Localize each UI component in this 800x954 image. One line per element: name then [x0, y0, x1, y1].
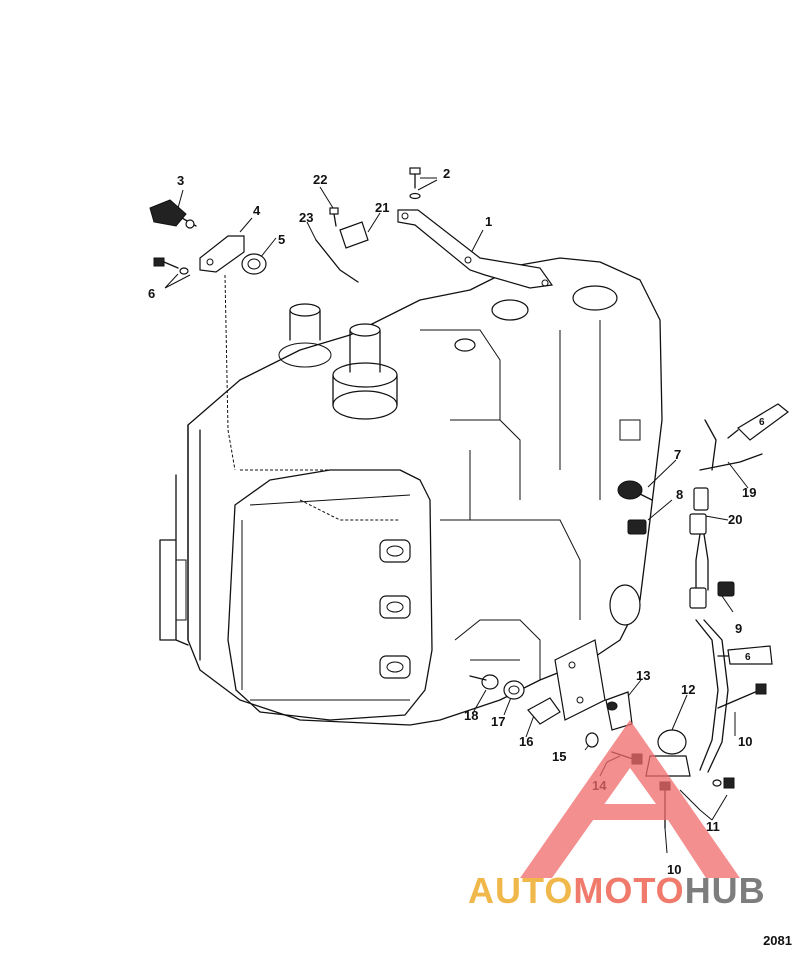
callout-1: 1 [485, 214, 492, 229]
callout-21: 21 [375, 200, 389, 215]
lubricant-tube-lower [717, 645, 773, 665]
cover-port-middle [379, 595, 411, 619]
callout-16: 16 [519, 734, 533, 749]
callout-4: 4 [253, 203, 261, 218]
grommet-part-5 [241, 253, 267, 275]
lubricant-tag-upper: 6 [759, 417, 765, 428]
screw-part-11 [712, 777, 735, 789]
engine-block [159, 257, 663, 726]
watermark-text-auto: AUTO [468, 870, 574, 911]
connector-part-8 [627, 519, 647, 535]
leader-lines [164, 177, 749, 854]
screw-part-6 [153, 257, 189, 275]
cover-port-top [379, 539, 411, 563]
watermark-triangle-icon [520, 720, 740, 878]
bracket-part-1 [397, 209, 554, 289]
sensor-part-3 [149, 199, 197, 229]
harness-part-20 [689, 487, 729, 773]
callout-7: 7 [674, 447, 681, 462]
callout-22: 22 [313, 172, 327, 187]
callout-20: 20 [728, 512, 742, 527]
callout-12: 12 [681, 682, 695, 697]
cover-port-bottom [379, 655, 411, 679]
plate-part-16 [527, 639, 606, 725]
callout-9: 9 [735, 621, 742, 636]
screw-part-2 [409, 167, 421, 200]
screw-part-22 [329, 207, 339, 227]
clamp-part-21 [339, 221, 369, 249]
watermark-text-moto: MOTO [573, 870, 685, 911]
connector-part-9 [717, 581, 735, 597]
callout-19: 19 [742, 485, 756, 500]
callout-3: 3 [177, 173, 184, 188]
callout-23: 23 [299, 210, 313, 225]
lubricant-tube-upper [727, 403, 789, 441]
callout-6: 6 [148, 286, 155, 301]
figure-number: 2081 [763, 933, 792, 948]
callout-5: 5 [278, 232, 285, 247]
tie-strap-part-23 [315, 239, 359, 283]
callout-15: 15 [552, 749, 566, 764]
watermark-text-hub: HUB [684, 870, 766, 911]
callout-8: 8 [676, 487, 683, 502]
callout-17: 17 [491, 714, 505, 729]
washer-part-15 [585, 732, 599, 748]
callout-18: 18 [464, 708, 478, 723]
grommet-part-17 [503, 680, 525, 700]
callout-2: 2 [443, 166, 450, 181]
lubricant-tag-lower: 6 [745, 652, 751, 663]
clip-part-4 [199, 235, 245, 273]
watermark-logo: AUTOMOTOHUB [468, 870, 798, 911]
bushing-part-18 [469, 674, 499, 690]
callout-11: 11 [706, 819, 720, 834]
callout-13: 13 [636, 668, 650, 683]
callout-10-bottom: 10 [667, 862, 681, 877]
sender-part-7 [617, 480, 653, 501]
bracket-part-13 [605, 691, 633, 731]
wire-part-19 [699, 419, 763, 471]
callout-10-right: 10 [738, 734, 752, 749]
